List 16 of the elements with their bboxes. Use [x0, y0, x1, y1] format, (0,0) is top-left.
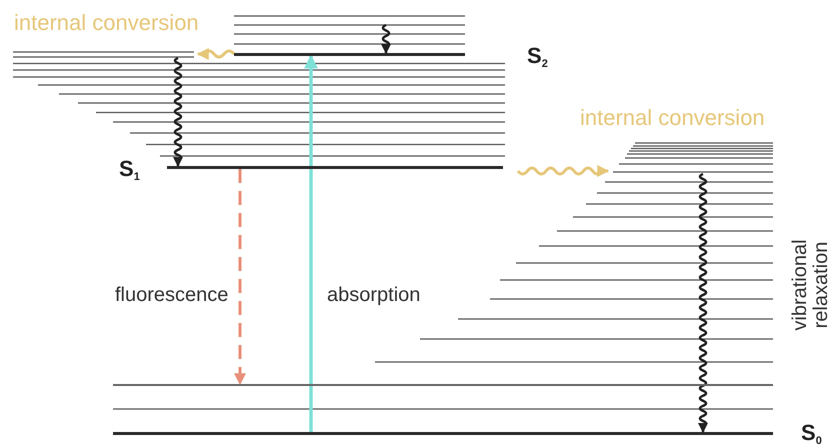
arrow	[304, 54, 318, 432]
wavy-arrow	[173, 56, 183, 167]
edge-label: fluorescence	[115, 285, 228, 305]
state-label: S$_{1}$	[119, 156, 140, 183]
edge-label: internal conversion	[14, 12, 199, 34]
state-label: S$_{2}$	[527, 43, 548, 70]
wavy-arrow	[196, 48, 236, 60]
process-label: vibrational relaxation	[790, 238, 832, 333]
state-label: S$_{0}$	[801, 420, 822, 447]
energy-level-line	[113, 384, 773, 386]
wavy-arrow	[381, 24, 391, 54]
arrow	[234, 169, 246, 386]
edge-label: internal conversion	[580, 107, 765, 129]
wavy-arrow	[516, 165, 610, 177]
wavy-arrow	[698, 173, 708, 433]
edge-label: absorption	[327, 285, 420, 305]
